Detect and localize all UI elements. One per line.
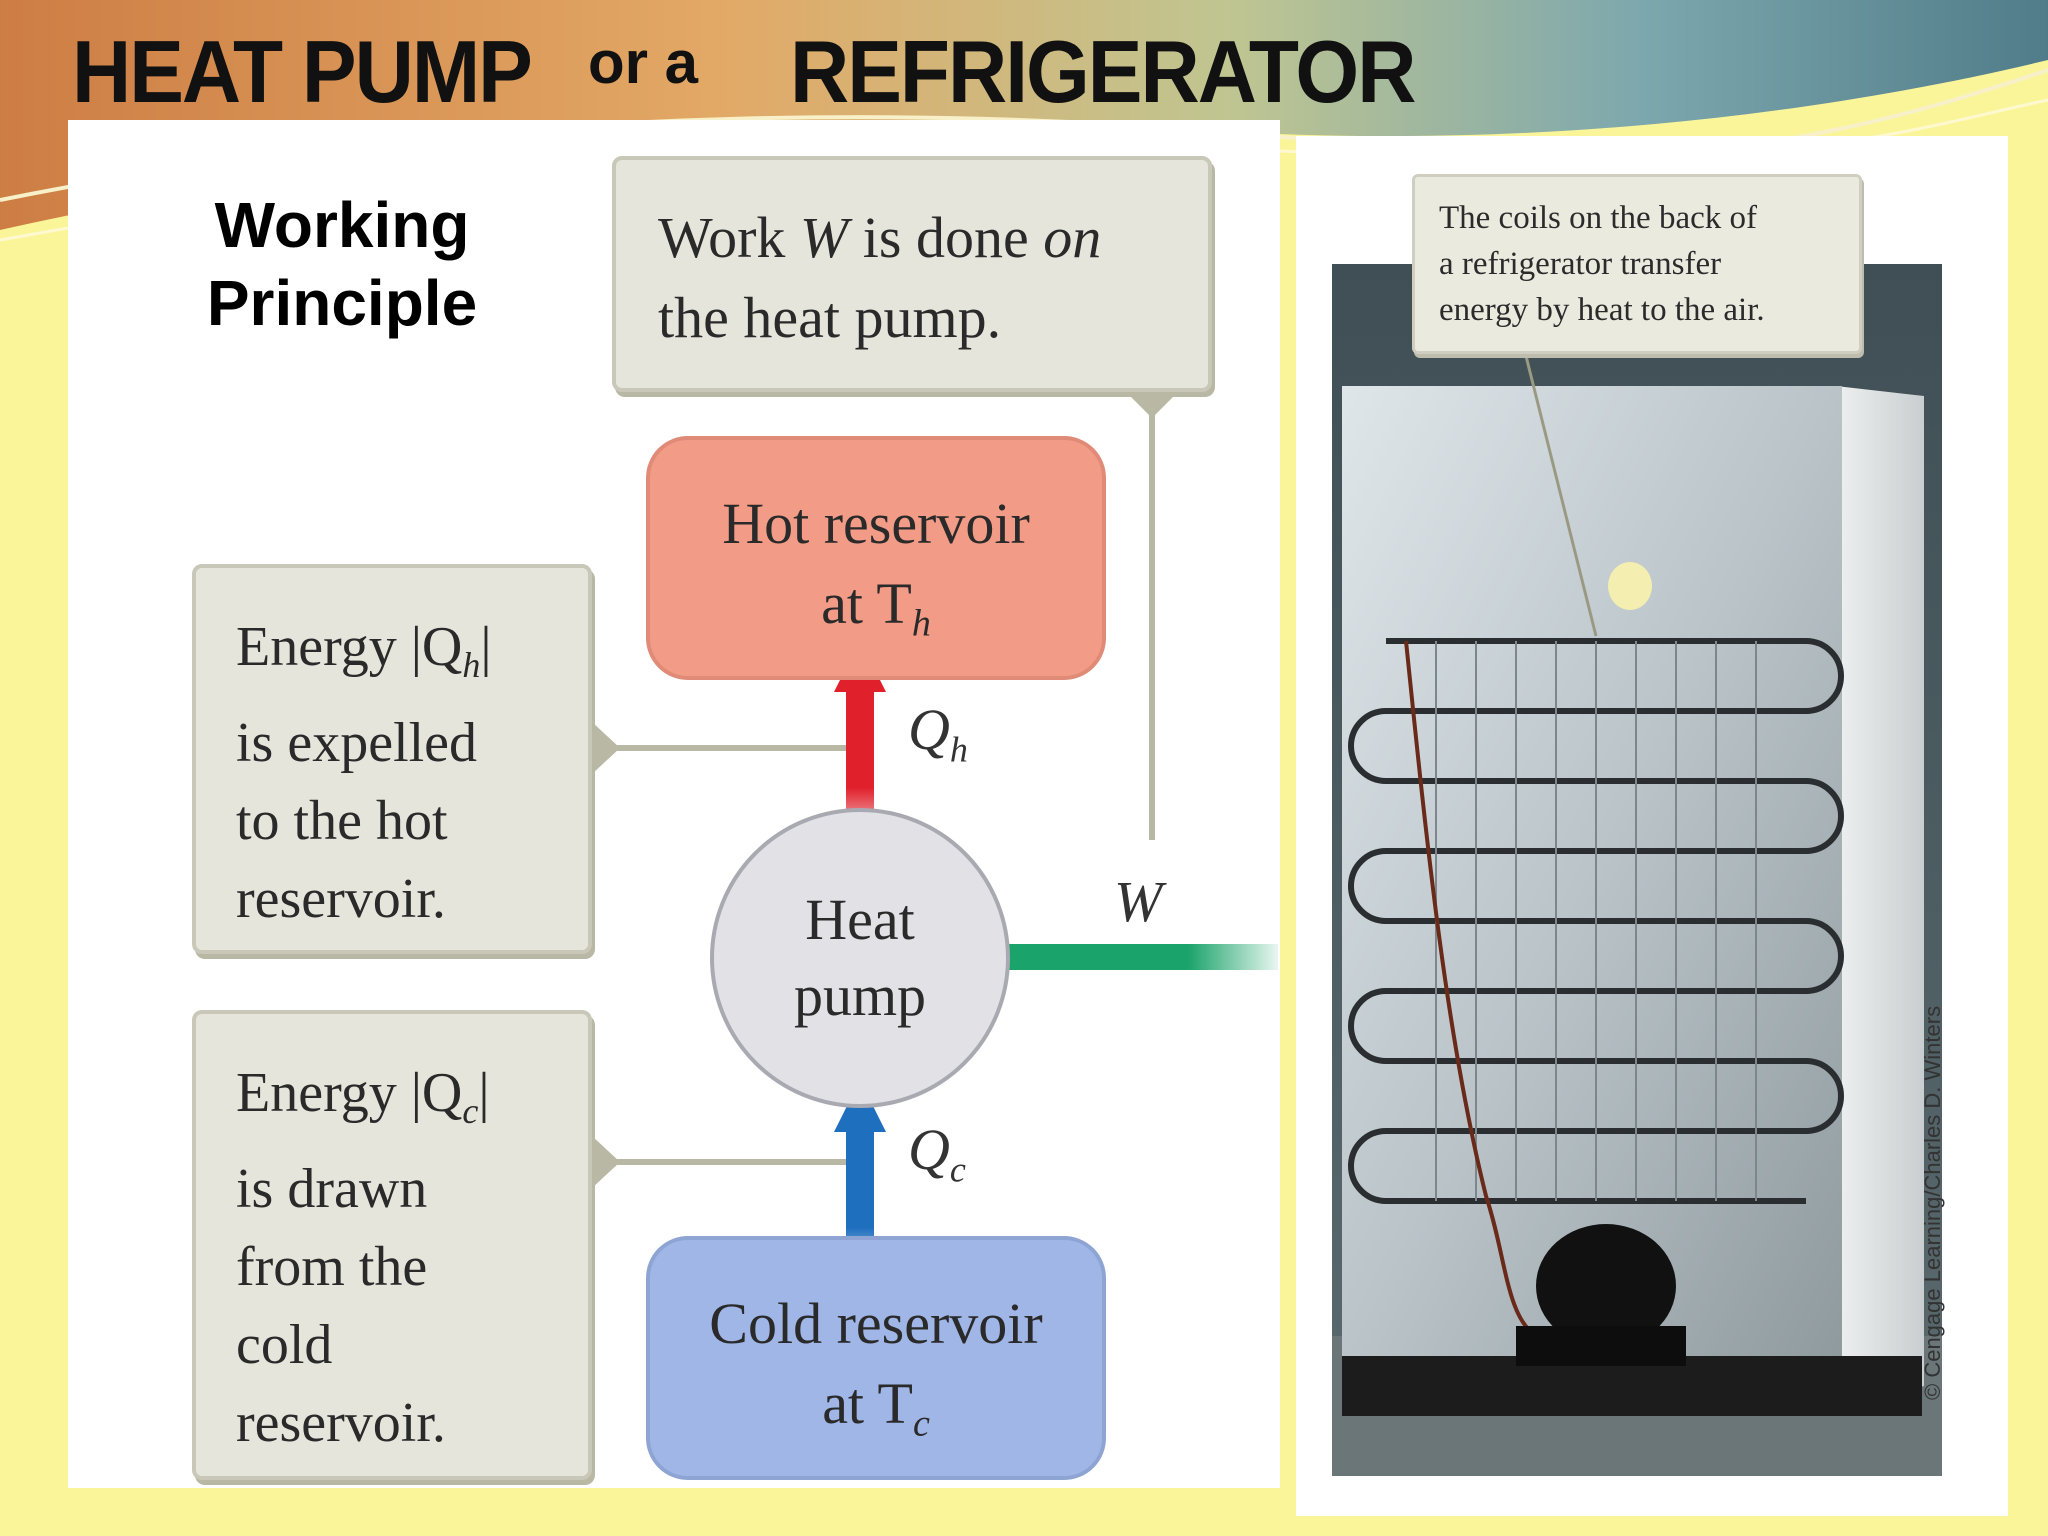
title-refrigerator: REFRIGERATOR: [790, 23, 1416, 122]
refrigerator-back-photo: [1332, 264, 1942, 1476]
hot-reservoir: Hot reservoir at Th: [646, 436, 1106, 680]
work-arrow-shaft: [978, 944, 1278, 970]
qc-callout-line-1: Energy |Qc|: [236, 1062, 490, 1132]
work-pointer-tip: [1126, 392, 1178, 418]
qc-callout-line-2: is drawn: [236, 1158, 428, 1221]
heat-pump-node: Heat pump: [710, 808, 1010, 1108]
caption-line-3: energy by heat to the air.: [1439, 292, 1765, 328]
hot-reservoir-line-1: Hot reservoir: [722, 491, 1030, 556]
qc-callout-line-4: cold: [236, 1314, 333, 1377]
work-callout: Work W is done on the heat pump.: [612, 156, 1212, 392]
qh-flow-label: Qh: [908, 697, 968, 770]
photo-credit: © Cengage Learning/Charles D. Winters: [1920, 1005, 1945, 1400]
qc-flow-label: Qc: [908, 1117, 966, 1190]
fridge-wiring: [1404, 640, 1538, 1338]
title-or-a: or a: [588, 29, 699, 96]
heading-line-1: Working: [214, 189, 470, 261]
caption-line-1: The coils on the back of: [1439, 200, 1757, 236]
hot-reservoir-line-2: at Th: [821, 571, 931, 645]
cold-reservoir: Cold reservoir at Tc: [646, 1236, 1106, 1480]
diagram-panel: Working Principle: [68, 120, 1280, 1488]
photo-caption: The coils on the back of a refrigerator …: [1412, 174, 1862, 354]
qc-pointer-tip: [592, 1136, 620, 1188]
refrigerator-photo-panel: The coils on the back of a refrigerator …: [1296, 136, 2008, 1516]
cold-reservoir-line-1: Cold reservoir: [709, 1291, 1043, 1356]
heat-pump-line-1: Heat: [805, 887, 915, 952]
qh-pointer-tip: [592, 722, 620, 774]
working-principle-heading: Working Principle: [132, 186, 552, 342]
qh-callout-line-1: Energy |Qh|: [236, 616, 492, 686]
compressor-mount: [1516, 1326, 1686, 1366]
title-heat-pump: HEAT PUMP: [72, 23, 533, 122]
qc-callout-line-3: from the: [236, 1236, 428, 1299]
work-line-2: the heat pump.: [658, 285, 1002, 350]
energy-expelled-callout: Energy |Qh| is expelled to the hot reser…: [192, 564, 592, 954]
qh-callout-line-3: to the hot: [236, 790, 448, 853]
qc-callout-line-5: reservoir.: [236, 1392, 446, 1455]
heat-pump-line-2: pump: [793, 963, 927, 1028]
caption-line-2: a refrigerator transfer: [1439, 246, 1722, 282]
energy-drawn-callout: Energy |Qc| is drawn from the cold reser…: [192, 1010, 592, 1480]
work-line-1: Work W is done on: [658, 205, 1102, 270]
fridge-back: [1342, 386, 1842, 1386]
qh-callout-line-2: is expelled: [236, 712, 478, 775]
caption-pointer-line: [1524, 355, 1598, 637]
cold-reservoir-line-2: at Tc: [822, 1371, 930, 1445]
compressor: [1536, 1224, 1676, 1348]
fridge-side: [1836, 386, 1924, 1406]
work-flow-label: W: [1114, 869, 1163, 934]
heading-line-2: Principle: [206, 267, 478, 339]
qh-callout-line-4: reservoir.: [236, 868, 446, 931]
fridge-light-spot: [1608, 562, 1652, 610]
